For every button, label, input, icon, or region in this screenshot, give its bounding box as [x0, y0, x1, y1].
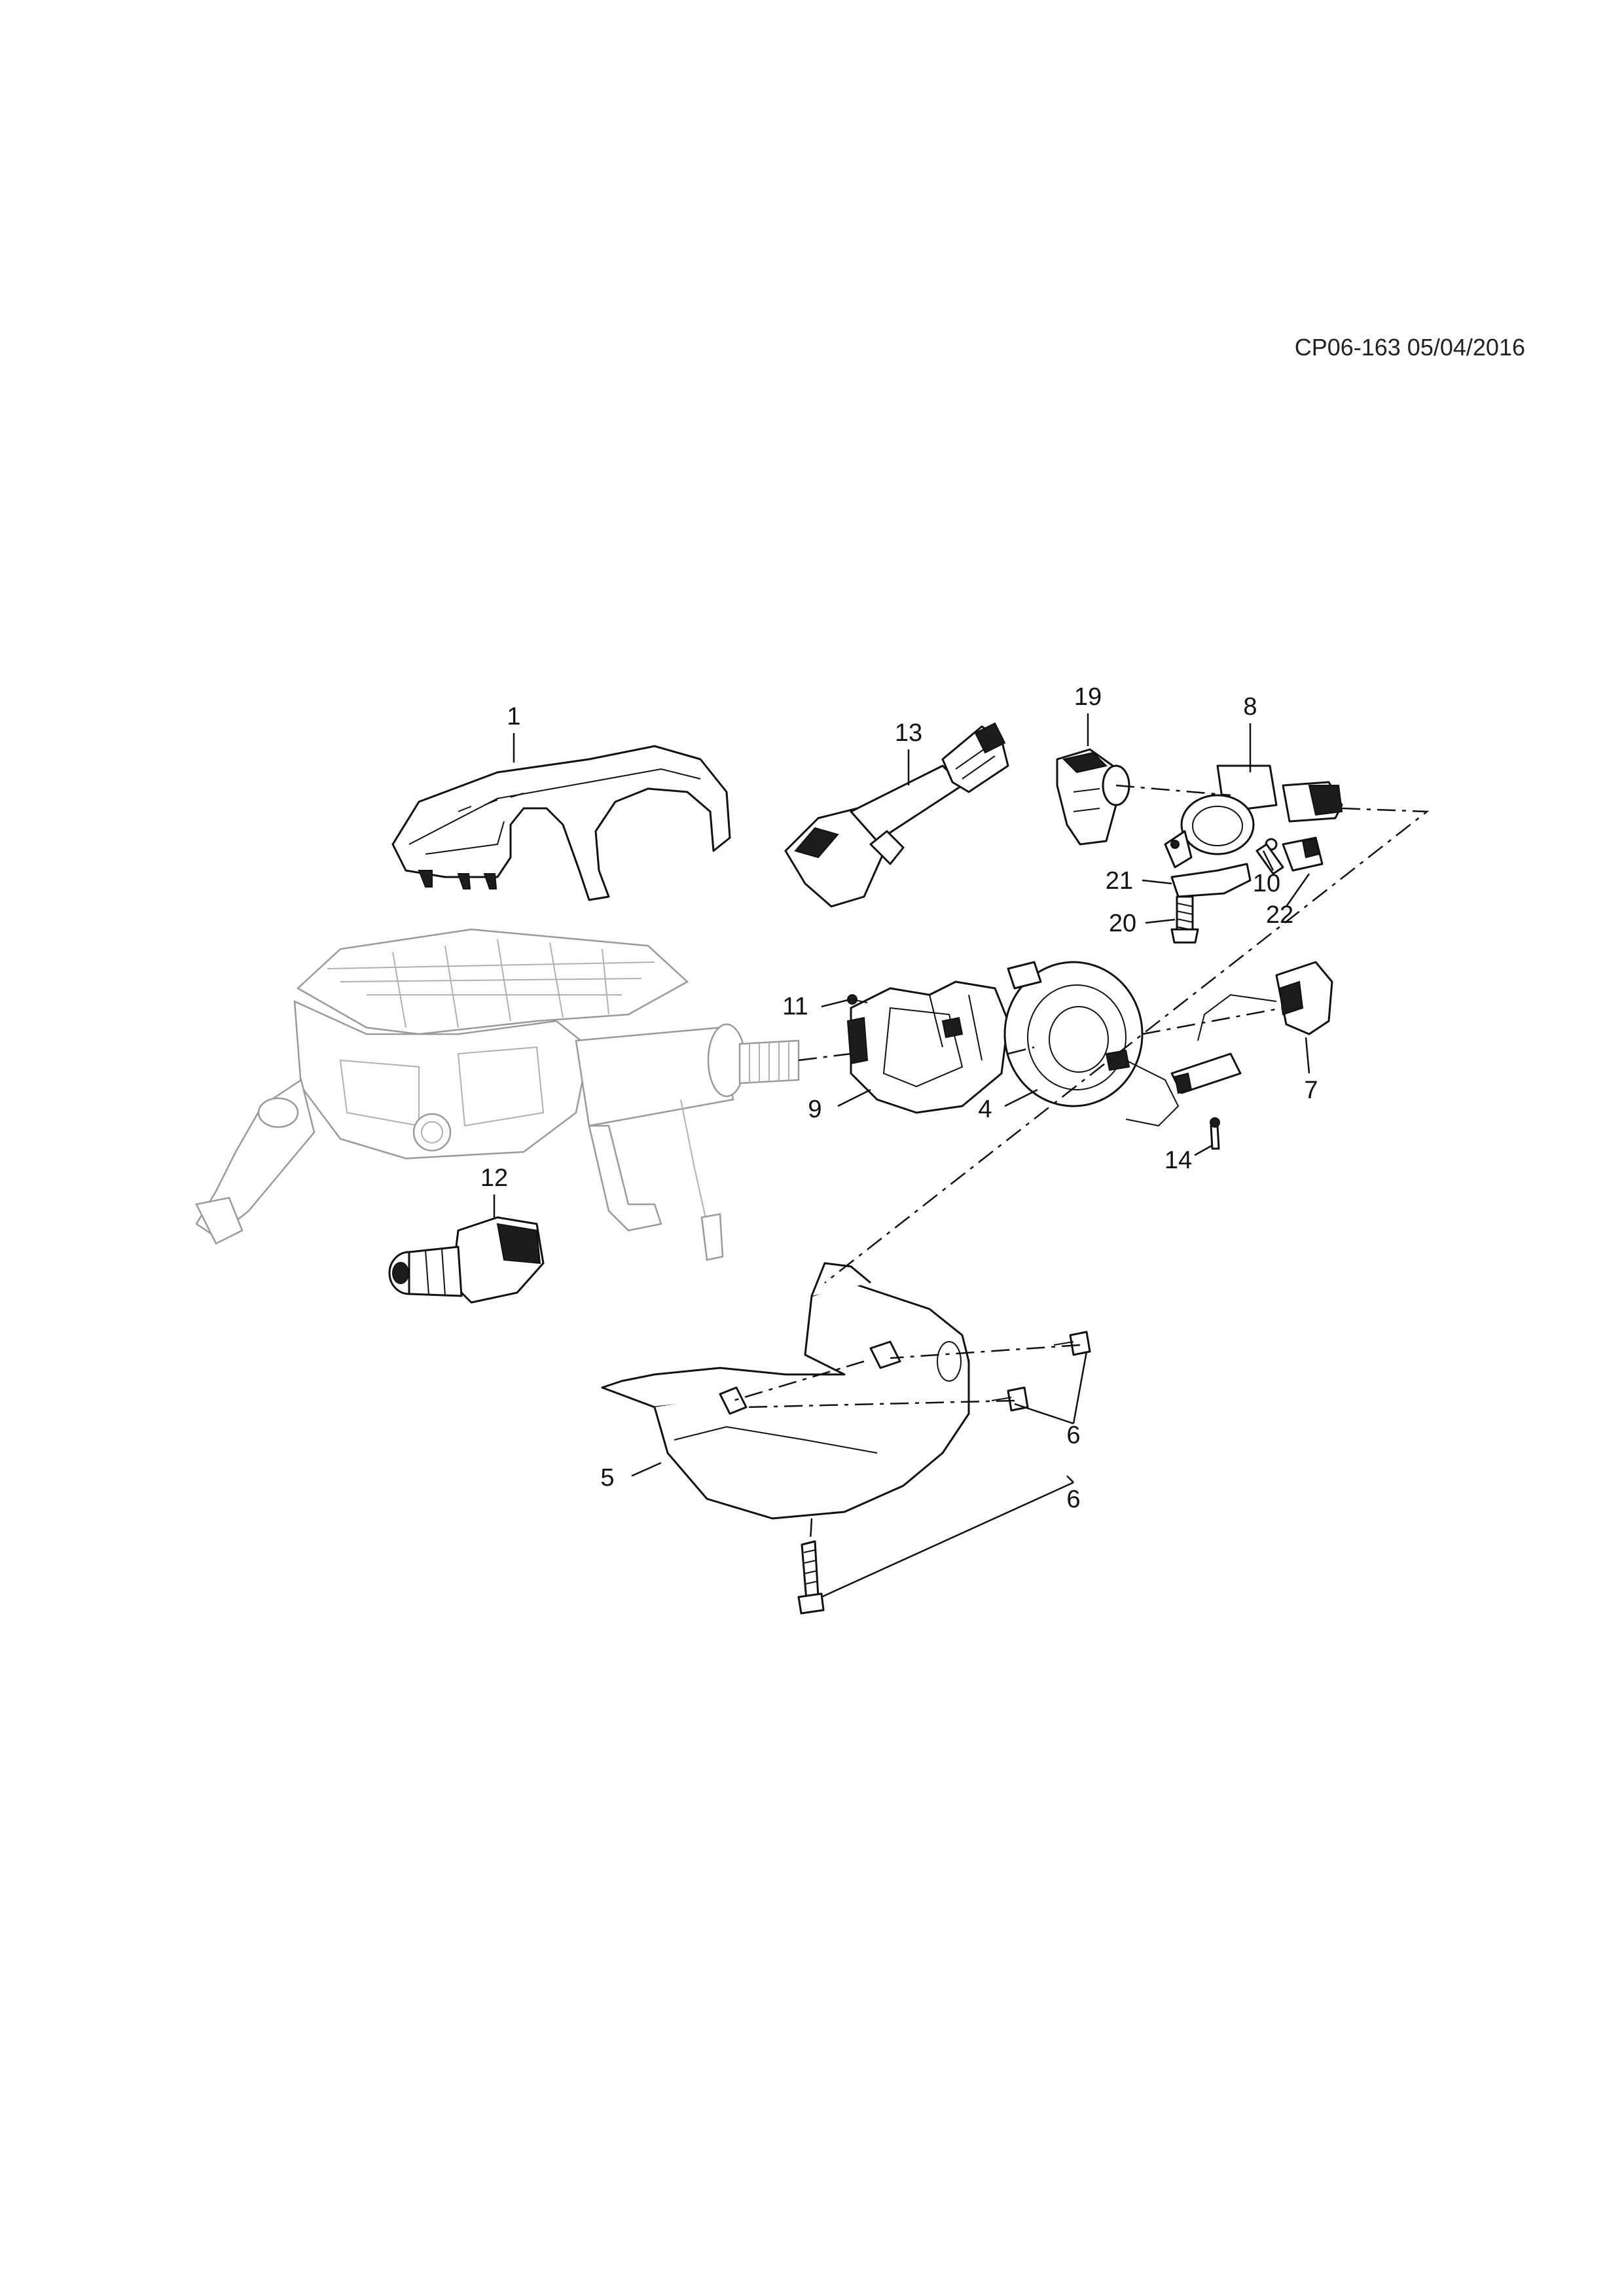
- callout-14: 14: [1164, 1147, 1192, 1174]
- callout-22: 22: [1266, 901, 1293, 929]
- callout-6-lower: 6: [1066, 1486, 1080, 1513]
- part-19-ignition-switch: [1056, 748, 1130, 846]
- document-reference: CP06-163 05/04/2016: [1295, 334, 1525, 361]
- callout-4: 4: [978, 1096, 992, 1123]
- callout-12: 12: [480, 1164, 508, 1192]
- part-22-switch: [1282, 836, 1324, 872]
- callout-9: 9: [808, 1096, 821, 1123]
- callout-11: 11: [782, 993, 808, 1020]
- callout-13: 13: [895, 719, 922, 747]
- part-4-clock-spring: [1003, 961, 1180, 1127]
- callout-6-upper: 6: [1066, 1422, 1080, 1449]
- part-21-bracket: [1170, 863, 1252, 898]
- steering-column-ghost: [195, 928, 800, 1261]
- part-20-screw: [1170, 895, 1199, 944]
- part-6-screws: [797, 1331, 1091, 1615]
- callout-21: 21: [1106, 867, 1133, 895]
- callout-1: 1: [507, 703, 520, 730]
- part-7-sensor: [1197, 961, 1333, 1041]
- part-8-lock-housing: [1164, 764, 1343, 869]
- part-9-switch-module: [846, 980, 1009, 1114]
- part-5-lower-trim-cover: [601, 1262, 970, 1520]
- part-13-switch-lever: [784, 722, 1009, 908]
- part-14-module: [1170, 1052, 1242, 1150]
- alignment-lines: [732, 784, 1430, 1542]
- callout-10: 10: [1253, 870, 1280, 897]
- part-1-upper-trim-cover: [391, 745, 731, 901]
- callout-8: 8: [1243, 693, 1257, 721]
- part-12-stalk-switch: [388, 1216, 545, 1304]
- callout-7: 7: [1304, 1077, 1318, 1104]
- callout-19: 19: [1074, 683, 1102, 711]
- part-11-screw: [847, 994, 868, 1005]
- callout-5: 5: [600, 1464, 614, 1492]
- part-10-clip: [1255, 838, 1284, 875]
- callout-20: 20: [1109, 910, 1136, 937]
